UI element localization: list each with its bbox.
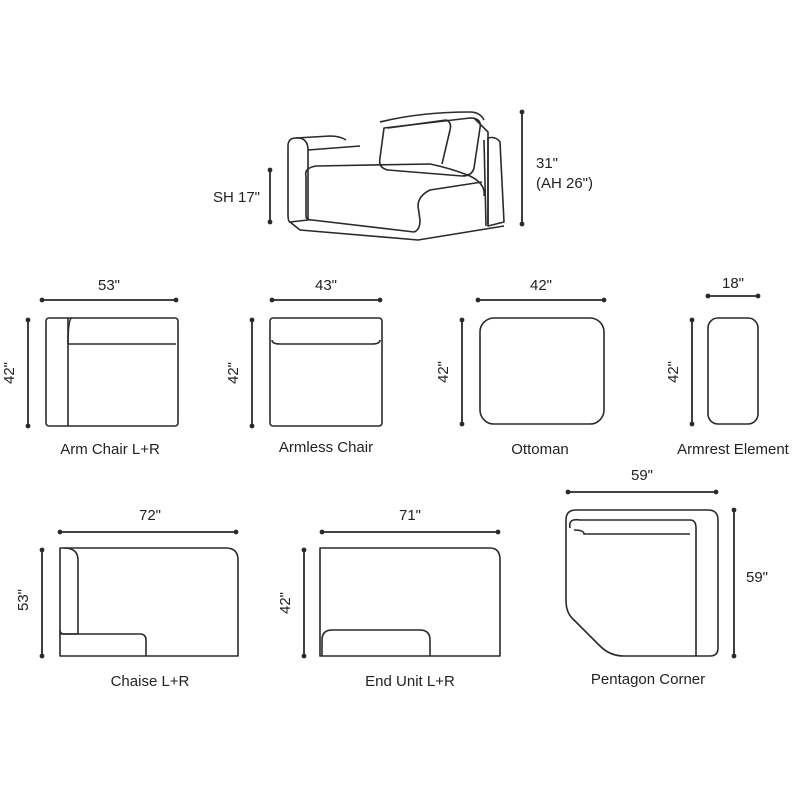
pentagon-width: 59" — [631, 467, 653, 484]
chaise-depth: 53" — [15, 589, 32, 611]
ottoman-depth: 42" — [435, 361, 452, 383]
module-chaise: 72" 53" Chaise L+R — [15, 507, 239, 690]
arm-chair-width: 53" — [98, 277, 120, 294]
armless-chair-depth: 42" — [225, 362, 242, 384]
armless-chair-width: 43" — [315, 277, 337, 294]
chaise-width: 72" — [139, 507, 161, 524]
end-unit-width: 71" — [399, 507, 421, 524]
end-unit-label: End Unit L+R — [365, 673, 455, 690]
arm-height-label: (AH 26") — [536, 175, 593, 192]
module-ottoman: 42" 42" Ottoman — [435, 277, 607, 458]
pentagon-label: Pentagon Corner — [591, 671, 705, 688]
chaise-label: Chaise L+R — [111, 673, 190, 690]
chair-illustration — [287, 111, 505, 241]
ottoman-width: 42" — [530, 277, 552, 294]
armless-chair-label: Armless Chair — [279, 439, 373, 456]
height-label: 31" — [536, 155, 558, 172]
seat-height-dimension: SH 17" — [213, 167, 273, 225]
seat-height-label: SH 17" — [213, 189, 260, 206]
arm-chair-depth: 42" — [1, 362, 18, 384]
module-armless-chair: 43" 42" Armless Chair — [225, 277, 383, 456]
arm-chair-label: Arm Chair L+R — [60, 441, 160, 458]
armrest-depth: 42" — [665, 361, 682, 383]
pentagon-depth: 59" — [746, 569, 768, 586]
module-armrest-element: 18" 42" Armrest Element — [665, 275, 790, 458]
ottoman-label: Ottoman — [511, 441, 569, 458]
module-end-unit: 71" 42" End Unit L+R — [277, 507, 501, 690]
module-pentagon-corner: 59" 59" Pentagon Corner — [565, 467, 768, 688]
end-unit-depth: 42" — [277, 592, 294, 614]
armrest-width: 18" — [722, 275, 744, 292]
height-dimension: 31" (AH 26") — [519, 109, 593, 227]
armrest-label: Armrest Element — [677, 441, 790, 458]
module-arm-chair: 53" 42" Arm Chair L+R — [1, 277, 179, 458]
